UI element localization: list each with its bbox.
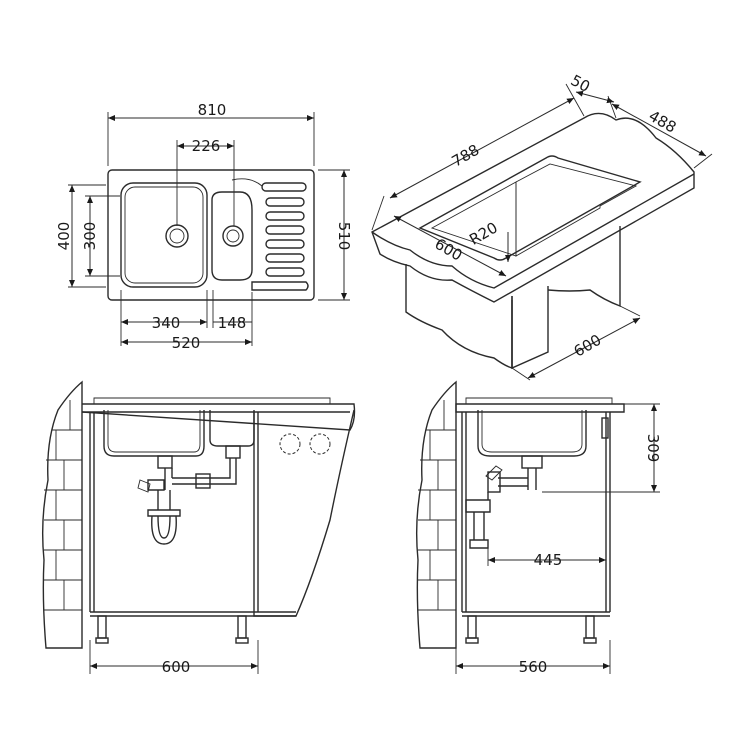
side-plumbing	[465, 455, 543, 549]
dim-600-front-view: 600	[162, 658, 191, 676]
front-countertop	[81, 403, 356, 431]
dim-50: 50	[568, 71, 593, 96]
top-view: 810 226 400 300 510 340 148 520	[55, 101, 353, 352]
dim-600-cabinet: 600	[571, 331, 605, 361]
front-legs	[95, 615, 249, 644]
side-countertop	[455, 403, 625, 413]
dim-340: 340	[152, 314, 181, 332]
main-bowl-inner	[124, 186, 204, 284]
dim-810: 810	[198, 101, 227, 119]
iso-view: 50 488 788 R20 600 600	[371, 71, 713, 381]
small-bowl	[211, 191, 253, 281]
front-small-bowl	[209, 410, 255, 447]
dim-309: 309	[644, 434, 662, 463]
side-brick-joints	[418, 400, 456, 611]
front-view: 600	[41, 380, 356, 676]
dim-788: 788	[449, 141, 483, 171]
side-brick-wall	[415, 380, 457, 649]
cabinet-body	[405, 264, 513, 369]
dim-148: 148	[218, 314, 247, 332]
dim-400: 400	[55, 222, 73, 251]
drainer-ribs	[231, 178, 309, 291]
dim-510: 510	[335, 222, 353, 251]
side-bowl	[477, 410, 587, 457]
brick-wall	[41, 380, 83, 649]
dim-520: 520	[172, 334, 201, 352]
main-bowl	[120, 182, 208, 288]
side-legs	[465, 615, 597, 644]
side-view: 309 445 560	[415, 380, 662, 676]
dim-560: 560	[519, 658, 548, 676]
dim-445: 445	[534, 551, 563, 569]
brick-joints	[44, 400, 82, 611]
front-main-bowl	[103, 410, 205, 457]
countertop	[371, 112, 695, 303]
dim-300: 300	[81, 222, 99, 251]
small-bowl-drain	[222, 225, 244, 247]
front-plumbing	[137, 445, 241, 545]
main-bowl-drain	[165, 224, 189, 248]
sink-outline	[107, 169, 315, 301]
dim-226: 226	[192, 137, 221, 155]
